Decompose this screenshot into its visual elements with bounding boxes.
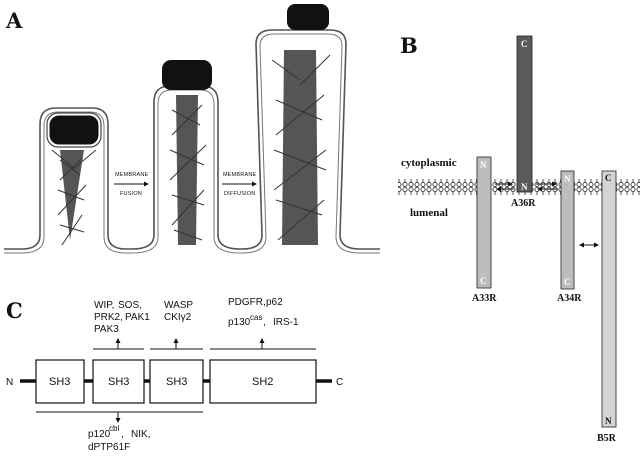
interaction-a36r-a34r <box>536 181 558 192</box>
binder-p120-comma: , <box>121 429 124 440</box>
protein-a33r <box>476 156 492 289</box>
panel-c: C N C SH3 SH3 SH3 SH2 WIP, SOS, PRK2, PA… <box>6 297 343 453</box>
binder-pak1: PAK1 <box>125 312 150 323</box>
n-terminus-label: N <box>6 377 13 388</box>
virion-surface <box>162 60 212 90</box>
b5r-label: B5R <box>597 433 617 444</box>
protein-a36r <box>516 35 533 193</box>
lumenal-label: lumenal <box>410 207 448 219</box>
panel-c-letter: C <box>6 298 23 323</box>
b5r-n-terminus: N <box>605 416 612 426</box>
domain-sh2 <box>209 359 317 404</box>
cytoplasmic-label: cytoplasmic <box>401 157 457 169</box>
actin-tail-1 <box>51 149 97 246</box>
panel-b-letter: B <box>400 33 418 58</box>
binder-sos: SOS, <box>118 300 142 311</box>
domain-sh3-2 <box>92 359 145 404</box>
protein-b5r <box>601 170 617 428</box>
binder-nik: NIK, <box>131 429 150 440</box>
binder-cki: CKIγ2 <box>164 312 192 323</box>
binder-p62: p62 <box>266 297 283 308</box>
a36r-c-terminus: C <box>521 39 528 49</box>
domain-sh3-1 <box>35 359 85 404</box>
a34r-label: A34R <box>557 293 582 304</box>
binder-p120-sup: cbl <box>109 424 119 433</box>
domain-sh3-3-label: SH3 <box>166 376 187 388</box>
binder-p130: p130 <box>228 317 251 328</box>
binder-pak3: PAK3 <box>94 324 119 335</box>
binder-irs1: IRS-1 <box>273 317 299 328</box>
a33r-n-terminus: N <box>480 160 487 170</box>
panel-a: A <box>4 4 380 254</box>
panel-b: B cytoplasmic lumenal C N A36R N C A33R … <box>398 33 640 444</box>
b5r-c-terminus: C <box>605 173 612 183</box>
panel-a-letter: A <box>5 8 23 33</box>
binder-p120: p120 <box>88 429 111 440</box>
domain-sh3-3 <box>149 359 204 404</box>
binder-prk2: PRK2, <box>94 312 123 323</box>
actin-tail-3 <box>271 50 331 245</box>
binder-wasp: WASP <box>164 300 193 311</box>
interaction-a33r-a36r <box>495 181 514 192</box>
a34r-c-terminus: C <box>564 277 571 287</box>
binder-p130-comma: , <box>263 317 266 328</box>
actin-tail-2 <box>169 95 207 245</box>
binder-pdgfr: PDGFR, <box>228 297 266 308</box>
domain-sh3-1-label: SH3 <box>49 376 70 388</box>
domain-sh2-label: SH2 <box>252 376 273 388</box>
a34r-n-terminus: N <box>564 174 571 184</box>
arrow-diffusion-label-2: DIFFUSION <box>224 191 255 197</box>
binder-wip: WIP, <box>94 300 114 311</box>
virion-released <box>287 4 329 30</box>
a36r-n-terminus: N <box>521 182 528 192</box>
protein-a34r <box>560 170 575 290</box>
a33r-c-terminus: C <box>480 276 487 286</box>
binder-p130-sup: cas <box>250 313 262 322</box>
a36r-label: A36R <box>511 198 536 209</box>
domain-sh3-2-label: SH3 <box>108 376 129 388</box>
arrow-diffusion-label-1: MEMBRANE <box>223 172 257 178</box>
arrow-fusion-label-1: MEMBRANE <box>115 172 149 178</box>
a33r-label: A33R <box>472 293 497 304</box>
virion-intracellular <box>49 115 99 145</box>
binder-dptp61f: dPTP61F <box>88 442 130 453</box>
c-terminus-label: C <box>336 377 343 388</box>
arrow-fusion-label-2: FUSION <box>120 191 142 197</box>
